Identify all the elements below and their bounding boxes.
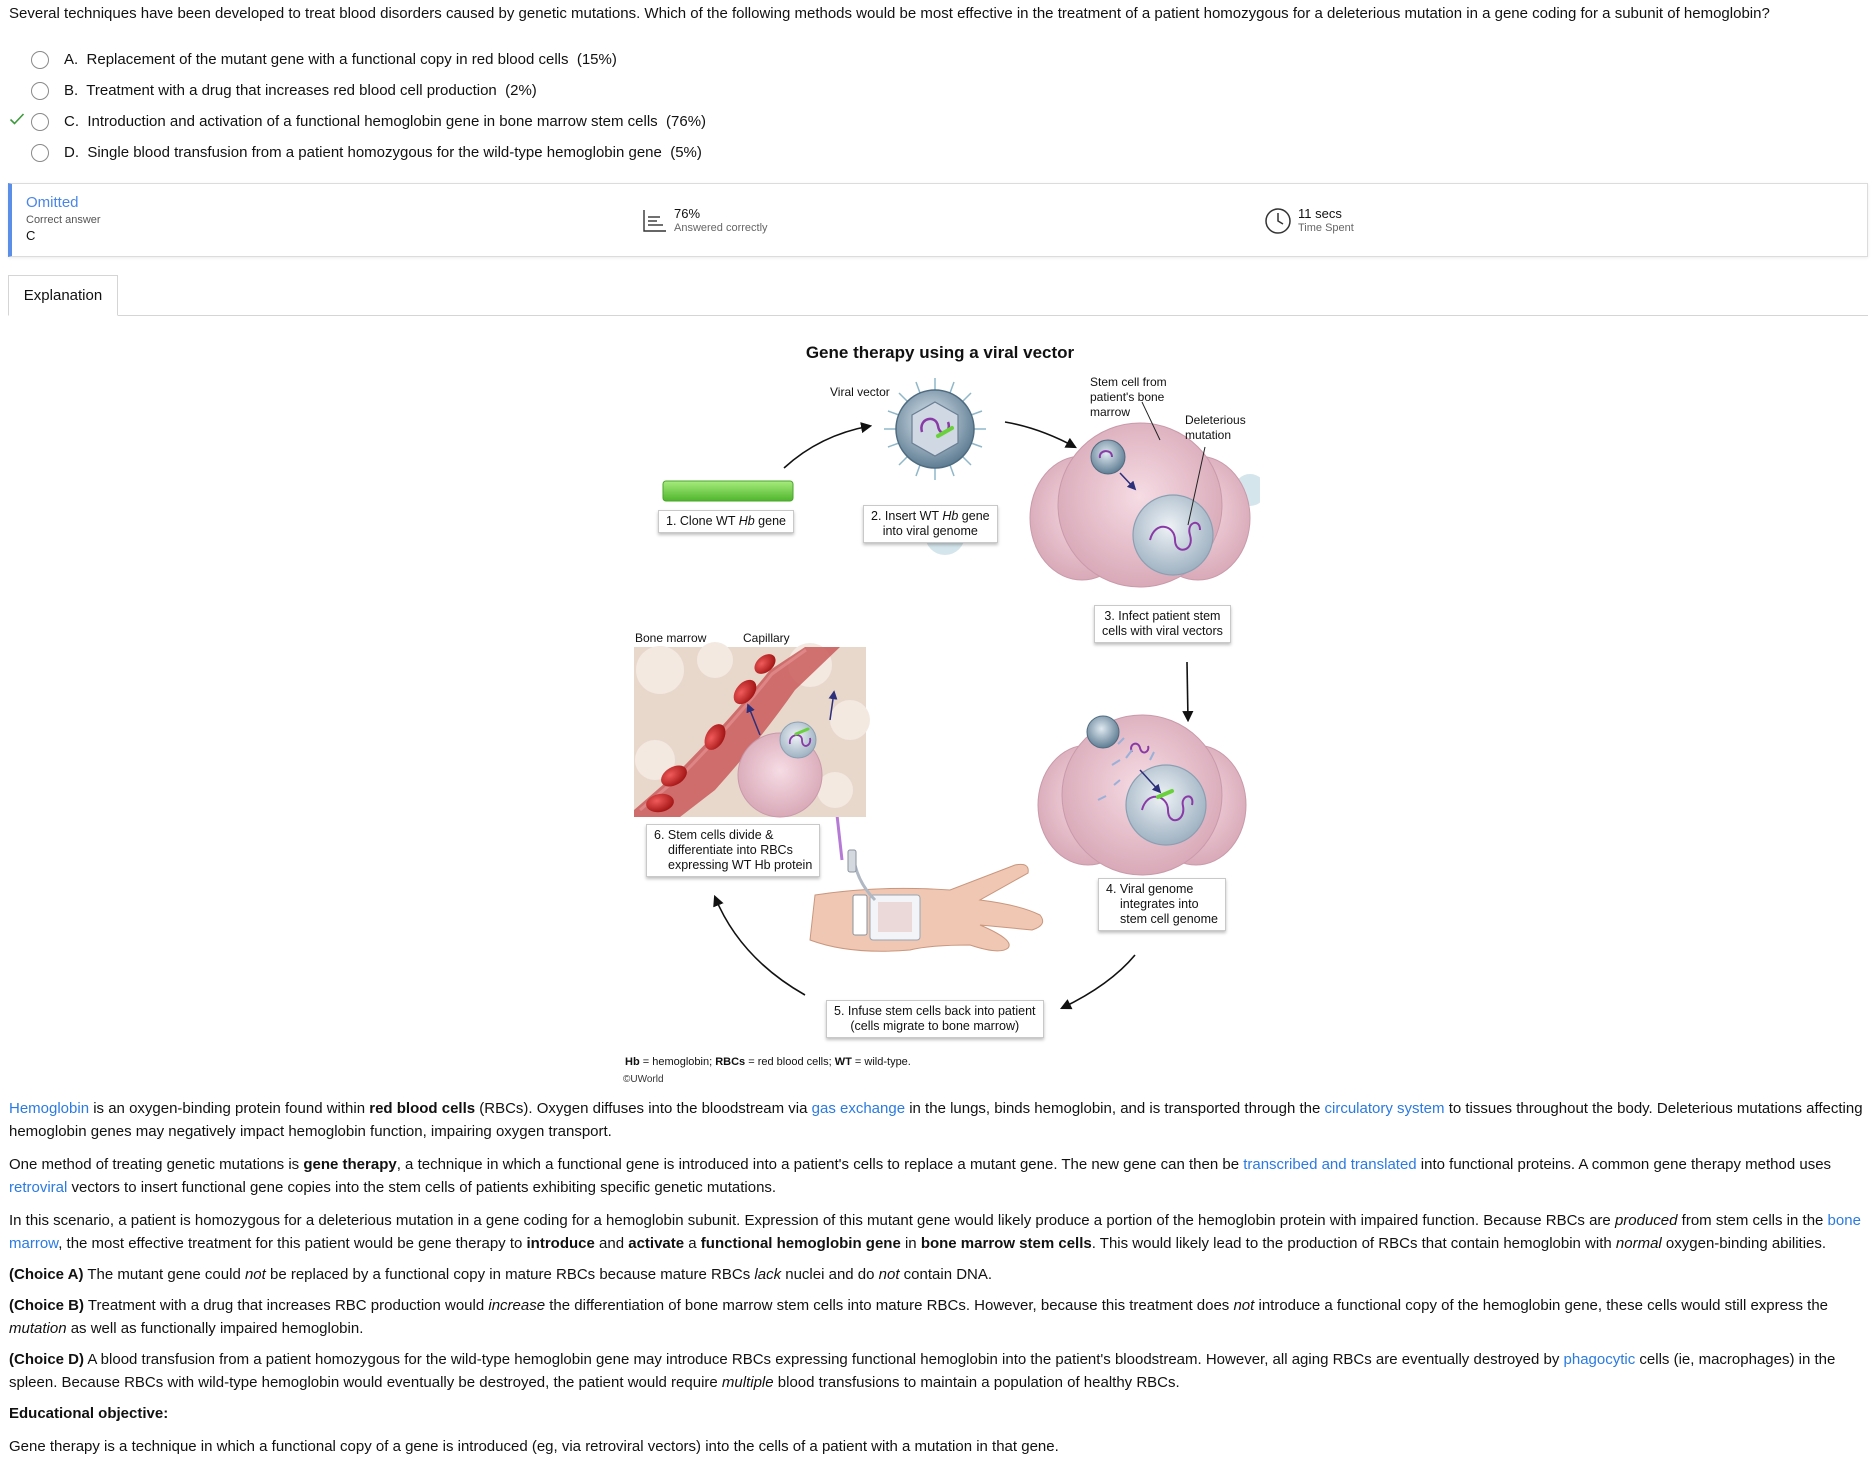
step-1-box: 1. Clone WT Hb gene	[658, 510, 794, 533]
link-bone-marrow[interactable]: bone marrow	[9, 1212, 1861, 1252]
time-spent-value: 11 secs	[1298, 206, 1342, 221]
correct-answer-label: Correct answer	[26, 214, 101, 226]
viral-genome-integration	[1037, 714, 1247, 876]
choice-c[interactable]: C. Introduction and activation of a func…	[0, 106, 1000, 137]
step-3-box: 3. Infect patient stem cells with viral …	[1094, 605, 1231, 643]
percent-correct-stat: 76% Answered correctly	[642, 206, 768, 235]
figure-illustration	[634, 378, 1260, 1010]
radio-button-icon[interactable]	[31, 112, 49, 131]
percent-correct-label: Answered correctly	[674, 222, 768, 234]
radio-button-icon[interactable]	[31, 50, 49, 69]
step-4-box: 4. Viral genome integrates into stem cel…	[1098, 878, 1226, 931]
bone-marrow-capillary-scene	[634, 642, 870, 818]
choice-label: B. Treatment with a drug that increases …	[64, 82, 537, 99]
step-5-box: 5. Infuse stem cells back into patient (…	[826, 1000, 1044, 1038]
radio-button-icon[interactable]	[31, 143, 49, 162]
clock-icon	[1265, 207, 1291, 234]
arrow-4-to-5	[1059, 954, 1136, 1010]
label-deleterious-mutation: Deleterious mutation	[1185, 413, 1246, 442]
link-transcribed-translated[interactable]: transcribed and translated	[1243, 1156, 1417, 1173]
choice-label: A. Replacement of the mutant gene with a…	[64, 51, 617, 68]
step-2-box: 2. Insert WT Hb gene into viral genome	[863, 505, 998, 543]
time-spent-stat: 11 secs Time Spent	[1264, 206, 1354, 235]
figure-copyright: ©UWorld	[623, 1074, 664, 1085]
wt-hb-gene-bar	[662, 480, 794, 502]
correct-answer-value: C	[26, 228, 36, 243]
educational-objective-title: Educational objective:	[9, 1405, 169, 1422]
arrow-5-to-6	[713, 894, 806, 996]
bar-chart-icon	[643, 209, 666, 232]
viral-vector-illustration	[884, 378, 986, 480]
choice-b-explanation: (Choice B) Treatment with a drug that in…	[9, 1297, 1829, 1337]
radio-button-icon[interactable]	[31, 81, 49, 100]
answer-choices: A. Replacement of the mutant gene with a…	[0, 44, 1000, 168]
explanation-text: Hemoglobin is an oxygen-binding protein …	[9, 1097, 1867, 1466]
stem-cell-infection	[925, 401, 1260, 588]
educational-objective-text: Gene therapy is a technique in which a f…	[9, 1438, 1059, 1455]
arrow-2-to-3	[1004, 421, 1077, 449]
arrow-3-to-4	[1182, 661, 1194, 723]
step-6-box: 6. Stem cells divide & differentiate int…	[646, 824, 821, 877]
explanation-paragraph-1: Hemoglobin is an oxygen-binding protein …	[9, 1100, 1863, 1140]
label-capillary: Capillary	[743, 631, 790, 645]
answer-stats-panel: Omitted Correct answer C 76% Answered co…	[8, 183, 1868, 257]
label-viral-vector: Viral vector	[830, 385, 890, 399]
status-badge: Omitted	[26, 194, 79, 211]
tab-explanation[interactable]: Explanation	[8, 275, 118, 316]
choice-d[interactable]: D. Single blood transfusion from a patie…	[0, 137, 1000, 168]
link-circulatory-system[interactable]: circulatory system	[1324, 1100, 1445, 1117]
gene-therapy-figure: Gene therapy using a viral vector Viral …	[620, 340, 1260, 1090]
link-hemoglobin[interactable]: Hemoglobin	[9, 1100, 90, 1117]
explanation-paragraph-2: One method of treating genetic mutations…	[9, 1156, 1832, 1196]
choice-label: C. Introduction and activation of a func…	[64, 113, 707, 130]
figure-abbreviations: Hb = hemoglobin; RBCs = red blood cells;…	[625, 1056, 911, 1068]
choice-d-explanation: (Choice D) A blood transfusion from a pa…	[9, 1351, 1836, 1391]
link-phagocytic[interactable]: phagocytic	[1563, 1351, 1636, 1368]
choice-b[interactable]: B. Treatment with a drug that increases …	[0, 75, 1000, 106]
choice-a-explanation: (Choice A) The mutant gene could not be …	[9, 1266, 993, 1283]
question-text: Several techniques have been developed t…	[9, 5, 1770, 22]
time-spent-label: Time Spent	[1298, 222, 1354, 234]
arrow-1-to-2	[783, 422, 873, 469]
link-gas-exchange[interactable]: gas exchange	[811, 1100, 906, 1117]
checkmark-icon	[9, 113, 25, 125]
choice-a[interactable]: A. Replacement of the mutant gene with a…	[0, 44, 1000, 75]
percent-correct-value: 76%	[674, 206, 701, 221]
tab-bar: Explanation	[8, 275, 1868, 316]
choice-label: D. Single blood transfusion from a patie…	[64, 144, 702, 161]
figure-title: Gene therapy using a viral vector	[805, 343, 1075, 362]
label-bone-marrow: Bone marrow	[635, 631, 707, 645]
link-retroviral[interactable]: retroviral	[9, 1179, 68, 1196]
explanation-paragraph-3: In this scenario, a patient is homozygou…	[9, 1212, 1861, 1252]
answer-status: Omitted Correct answer C	[26, 194, 101, 244]
label-stem-cell: Stem cell from patient's bone marrow	[1090, 375, 1167, 419]
iv-infusion-hand	[809, 814, 1044, 952]
